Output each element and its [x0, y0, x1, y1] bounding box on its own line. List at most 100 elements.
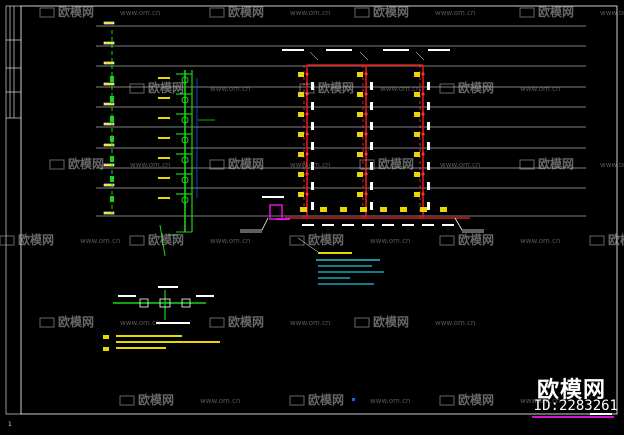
red-fixture	[298, 72, 314, 90]
svg-text:欧模网: 欧模网	[458, 80, 494, 95]
svg-text:欧模网: 欧模网	[458, 232, 494, 247]
svg-text:欧模网: 欧模网	[58, 314, 94, 329]
svg-text:www.om.cn: www.om.cn	[120, 9, 160, 17]
green-riser-system	[111, 30, 215, 257]
watermark: 欧模网 www.om.cn	[289, 392, 410, 407]
red-fixture	[357, 192, 373, 210]
red-fixture	[414, 72, 430, 90]
svg-text:欧模网: 欧模网	[148, 80, 184, 95]
svg-text:www.om.cn: www.om.cn	[520, 397, 560, 405]
base-fixture	[320, 207, 334, 226]
sheet-number: 1	[8, 421, 12, 428]
watermark: 欧模网 www.om.cn	[39, 314, 160, 329]
watermark: 欧模网 www.om.cn	[439, 232, 560, 247]
red-fixture	[414, 132, 430, 150]
svg-text:www.om.cn: www.om.cn	[290, 161, 330, 169]
brand-underline	[532, 416, 614, 418]
watermark: 欧模网 www.om.cn	[359, 156, 480, 171]
svg-text:www.om.cn: www.om.cn	[80, 237, 120, 245]
red-fixture	[357, 172, 373, 190]
floor-tag	[103, 21, 115, 25]
magenta-pump	[262, 196, 290, 220]
red-fixture	[414, 112, 430, 130]
green-fixtures	[110, 73, 192, 204]
green-fixture	[110, 93, 192, 104]
floor-tag	[103, 102, 115, 106]
cyan-notes	[297, 237, 384, 285]
svg-text:www.om.cn: www.om.cn	[435, 9, 475, 17]
svg-text:欧模网: 欧模网	[538, 4, 574, 19]
red-fixture	[414, 152, 430, 170]
watermark: 欧模网 www.om.cn	[209, 156, 330, 171]
base-fixture	[400, 207, 414, 226]
svg-text:www.om.cn: www.om.cn	[370, 397, 410, 405]
svg-text:欧模网: 欧模网	[378, 156, 414, 171]
floor-tag	[103, 82, 115, 86]
floor-tag	[103, 211, 115, 215]
svg-text:www.om.cn: www.om.cn	[120, 319, 160, 327]
green-fixture	[110, 113, 192, 124]
svg-text:www.om.cn: www.om.cn	[130, 161, 170, 169]
svg-text:www.om.cn: www.om.cn	[435, 319, 475, 327]
base-fixture	[420, 207, 434, 226]
floor-tag	[103, 41, 115, 45]
watermark: 欧模网 www.om.cn	[129, 80, 250, 95]
red-fixture	[298, 132, 314, 150]
base-fixture	[440, 207, 454, 226]
svg-text:www.om.cn: www.om.cn	[380, 85, 420, 93]
svg-text:www.om.cn: www.om.cn	[440, 161, 480, 169]
brand-id: ID:2283261	[533, 398, 618, 414]
svg-text:www.om.cn: www.om.cn	[290, 319, 330, 327]
yellow-notes	[103, 335, 220, 351]
ground-connections	[240, 217, 484, 233]
red-fixture	[357, 112, 373, 130]
red-fixture	[414, 172, 430, 190]
brand-logo-text: 欧模网	[536, 378, 606, 403]
svg-text:www.om.cn: www.om.cn	[210, 85, 250, 93]
floor-tag	[103, 183, 115, 187]
svg-text:www.om.cn: www.om.cn	[290, 9, 330, 17]
watermark: 欧模网 www.om.cn	[209, 4, 330, 19]
svg-text:www.om.cn: www.om.cn	[600, 9, 624, 17]
sheet-label	[590, 413, 612, 415]
red-fixture	[414, 192, 430, 210]
svg-text:www.om.cn: www.om.cn	[210, 237, 250, 245]
svg-text:欧模网: 欧模网	[228, 4, 264, 19]
svg-text:www.om.cn: www.om.cn	[520, 237, 560, 245]
svg-text:欧模网: 欧模网	[608, 232, 624, 247]
red-header-labels	[282, 49, 450, 61]
svg-text:欧模网: 欧模网	[308, 232, 344, 247]
floor-tag	[103, 61, 115, 65]
svg-text:欧模网: 欧模网	[138, 392, 174, 407]
base-fixture	[360, 207, 374, 226]
base-fixture	[300, 207, 314, 226]
red-fixture	[298, 172, 314, 190]
svg-text:欧模网: 欧模网	[228, 156, 264, 171]
watermark: 欧模网 www.om.cn	[354, 314, 475, 329]
floor-tag	[103, 122, 115, 126]
svg-text:欧模网: 欧模网	[308, 392, 344, 407]
red-fixture	[357, 72, 373, 90]
base-fixture	[380, 207, 394, 226]
red-fixtures	[298, 72, 454, 226]
drawing-border	[20, 5, 618, 415]
red-fixture	[298, 92, 314, 110]
watermark: 欧模网 www.om.cn	[129, 232, 250, 247]
watermark: 欧模网 www.om.cn	[39, 4, 160, 19]
svg-text:欧模网: 欧模网	[373, 314, 409, 329]
svg-text:欧模网: 欧模网	[58, 4, 94, 19]
svg-text:欧模网: 欧模网	[148, 232, 184, 247]
green-fixture	[110, 193, 192, 204]
title-strip	[5, 5, 21, 415]
svg-text:www.om.cn: www.om.cn	[520, 85, 560, 93]
red-fixture	[414, 92, 430, 110]
red-fixture	[357, 92, 373, 110]
green-fixture	[110, 133, 192, 144]
